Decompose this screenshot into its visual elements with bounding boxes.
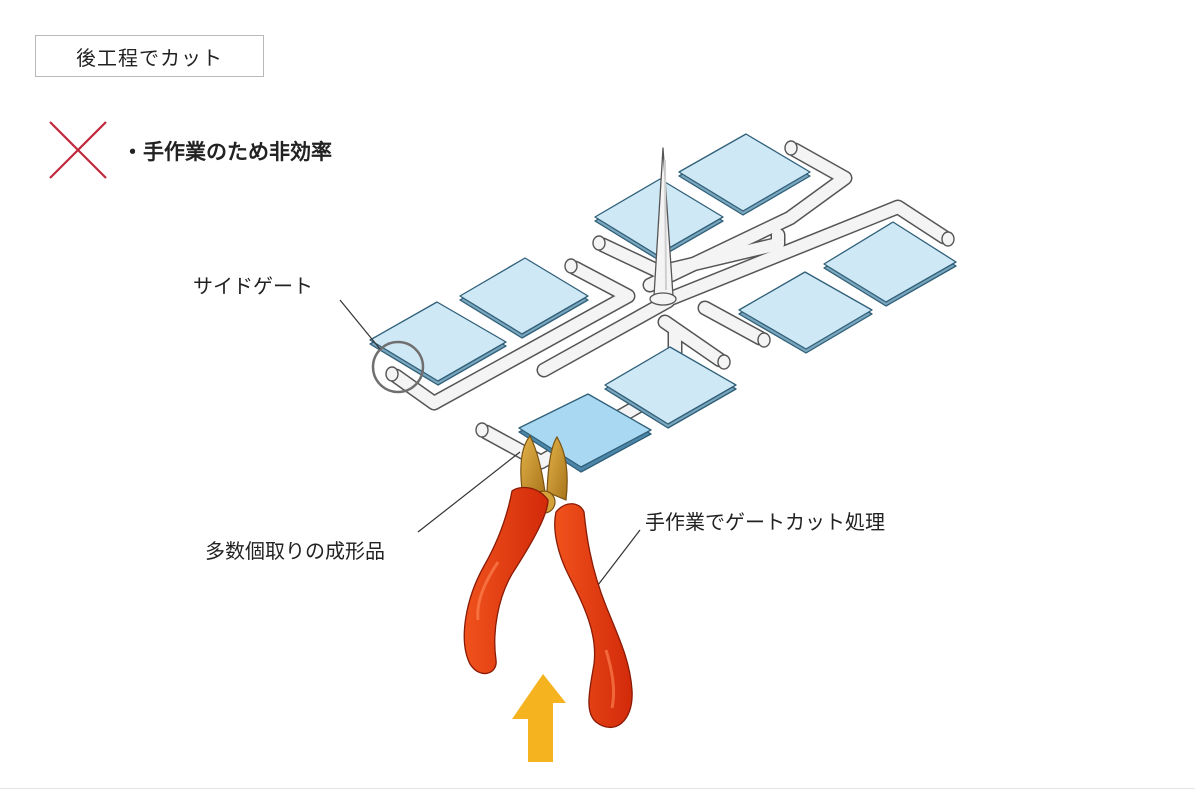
x-mark-icon (49, 121, 107, 179)
up-arrow-icon (512, 674, 566, 762)
part-4 (678, 133, 811, 216)
part-5 (823, 221, 957, 307)
part-1 (459, 257, 589, 339)
side-gate-label: サイドゲート (193, 274, 313, 298)
part-2 (369, 301, 507, 386)
nipper-handle-right (554, 503, 633, 728)
runner-system (385, 140, 955, 470)
part-6 (738, 271, 873, 354)
side-gate-circle (371, 340, 425, 394)
nipper-handle-left (463, 486, 549, 675)
nippers-icon (463, 434, 633, 728)
nipper-blade-left (520, 434, 546, 498)
bottom-divider (0, 788, 1195, 789)
molded-parts (369, 133, 957, 473)
title-box: 後工程でカット (35, 35, 264, 77)
page-title: 後工程でカット (76, 45, 223, 70)
leader-lines (339, 299, 641, 586)
manual-cut-label: 手作業でゲートカット処理 (645, 510, 885, 534)
leader-manual-cut (597, 529, 641, 586)
inefficiency-note: ・手作業のため非効率 (122, 140, 332, 164)
sprue (649, 147, 677, 306)
x-mark-stroke-2 (49, 121, 107, 179)
leader-side-gate (339, 299, 381, 350)
nipper-blade-right (546, 435, 568, 501)
part-7 (604, 346, 737, 429)
multi-cavity-label: 多数個取りの成形品 (205, 539, 385, 563)
leader-multi-cavity (417, 451, 521, 533)
